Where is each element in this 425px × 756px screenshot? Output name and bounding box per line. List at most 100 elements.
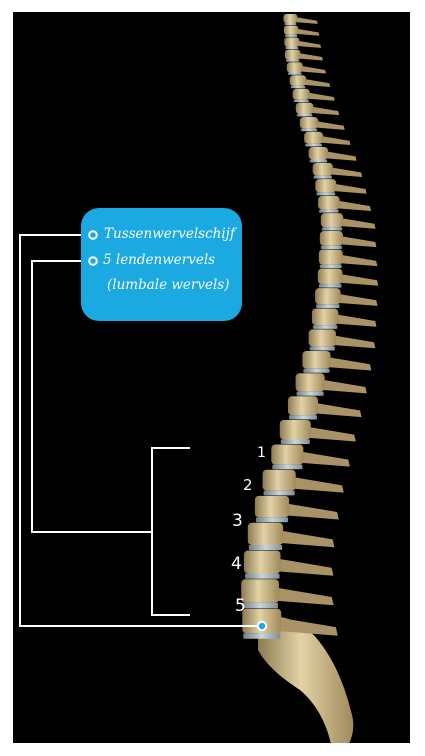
spinous-process xyxy=(340,218,376,229)
vertebra xyxy=(312,308,338,325)
spinous-process xyxy=(284,503,339,519)
intervertebral-disc xyxy=(289,415,317,419)
spinous-process xyxy=(334,314,376,326)
vertebra xyxy=(320,231,343,246)
spinous-process xyxy=(295,17,317,24)
spinous-process xyxy=(291,477,344,493)
vertebra xyxy=(321,213,343,227)
intervertebral-disc xyxy=(310,347,335,351)
spinous-process xyxy=(337,294,378,306)
spinous-process xyxy=(298,53,323,60)
vertebra xyxy=(284,37,299,47)
vertebra xyxy=(313,163,333,176)
vertebra xyxy=(271,444,303,464)
spinous-process xyxy=(330,167,362,177)
vertebra xyxy=(285,50,300,60)
intervertebral-disc xyxy=(321,246,342,249)
vertebra xyxy=(309,147,329,159)
spinous-process xyxy=(336,201,371,211)
intervertebral-disc xyxy=(319,210,339,213)
intervertebral-disc xyxy=(320,265,342,268)
vertebra xyxy=(280,420,311,440)
intervertebral-disc xyxy=(285,35,297,37)
intervertebral-disc xyxy=(242,603,278,608)
vertebra xyxy=(284,26,298,35)
intervertebral-disc xyxy=(316,192,335,195)
legend-item-lumbar-sub: (lumbale wervels) xyxy=(107,279,230,293)
spinous-process xyxy=(311,107,339,115)
lumbar-bracket xyxy=(152,448,190,615)
vertebra-number-5: 5 xyxy=(235,598,246,615)
intervertebral-disc xyxy=(319,284,342,288)
spinous-process xyxy=(300,66,326,74)
spinous-process xyxy=(332,335,376,348)
spinous-process xyxy=(339,255,377,266)
spinous-process xyxy=(273,587,333,605)
legend-item-disc: Tussenwervelschijf xyxy=(104,228,235,242)
intervertebral-disc xyxy=(264,491,295,496)
intervertebral-disc xyxy=(288,73,302,75)
spinous-process xyxy=(320,380,367,394)
vertebra-number-3: 3 xyxy=(232,513,243,530)
spinous-process xyxy=(304,79,331,87)
intervertebral-disc xyxy=(286,60,299,62)
intervertebral-disc xyxy=(303,369,329,373)
spinous-process xyxy=(313,403,361,417)
intervertebral-disc xyxy=(314,176,332,179)
spinous-process xyxy=(333,184,366,194)
spinous-process xyxy=(278,531,335,548)
spinous-process xyxy=(275,559,333,576)
vertebra xyxy=(318,269,343,285)
spinous-process xyxy=(299,452,350,467)
spinous-process xyxy=(306,427,356,442)
vertebra xyxy=(296,103,314,114)
disc-target-marker-icon xyxy=(258,622,266,630)
intervertebral-disc xyxy=(291,86,306,88)
intervertebral-disc xyxy=(316,304,340,308)
spinous-process xyxy=(339,236,376,247)
intervertebral-disc xyxy=(256,517,288,522)
vertebra xyxy=(319,249,343,264)
vertebra xyxy=(302,351,330,369)
spinous-process xyxy=(326,357,371,370)
vertebra xyxy=(263,470,296,491)
intervertebral-disc xyxy=(305,144,322,147)
disc-marker-icon xyxy=(89,231,97,239)
intervertebral-disc xyxy=(297,114,313,117)
vertebra xyxy=(290,75,307,86)
vertebral-column xyxy=(241,14,378,639)
spinous-process xyxy=(325,151,356,160)
intervertebral-disc xyxy=(243,633,280,639)
vertebra xyxy=(309,329,336,346)
intervertebral-disc xyxy=(313,325,337,329)
vertebra xyxy=(315,288,341,304)
vertebra-number-4: 4 xyxy=(231,556,242,573)
spinous-process xyxy=(320,136,350,145)
intervertebral-disc xyxy=(310,160,328,163)
intervertebral-disc xyxy=(249,545,282,550)
intervertebral-disc xyxy=(272,465,302,470)
intervertebral-disc xyxy=(297,392,324,396)
intervertebral-disc xyxy=(322,227,342,230)
vertebra xyxy=(293,89,310,100)
vertebra xyxy=(300,117,318,129)
vertebra xyxy=(255,496,289,518)
vertebra xyxy=(304,132,323,144)
vertebra xyxy=(318,196,340,210)
spinous-process xyxy=(339,274,379,286)
vertebra xyxy=(283,14,297,23)
vertebra-number-1: 1 xyxy=(257,446,266,460)
intervertebral-disc xyxy=(284,23,296,25)
vertebra xyxy=(244,551,281,574)
vertebra xyxy=(248,523,283,545)
spinous-process xyxy=(315,121,344,130)
intervertebral-disc xyxy=(294,100,309,102)
vertebra xyxy=(296,373,325,391)
spinous-process xyxy=(297,41,321,48)
intervertebral-disc xyxy=(245,573,280,578)
vertebra xyxy=(315,179,336,192)
intervertebral-disc xyxy=(285,47,298,49)
vertebra xyxy=(288,396,318,415)
intervertebral-disc xyxy=(281,440,310,444)
